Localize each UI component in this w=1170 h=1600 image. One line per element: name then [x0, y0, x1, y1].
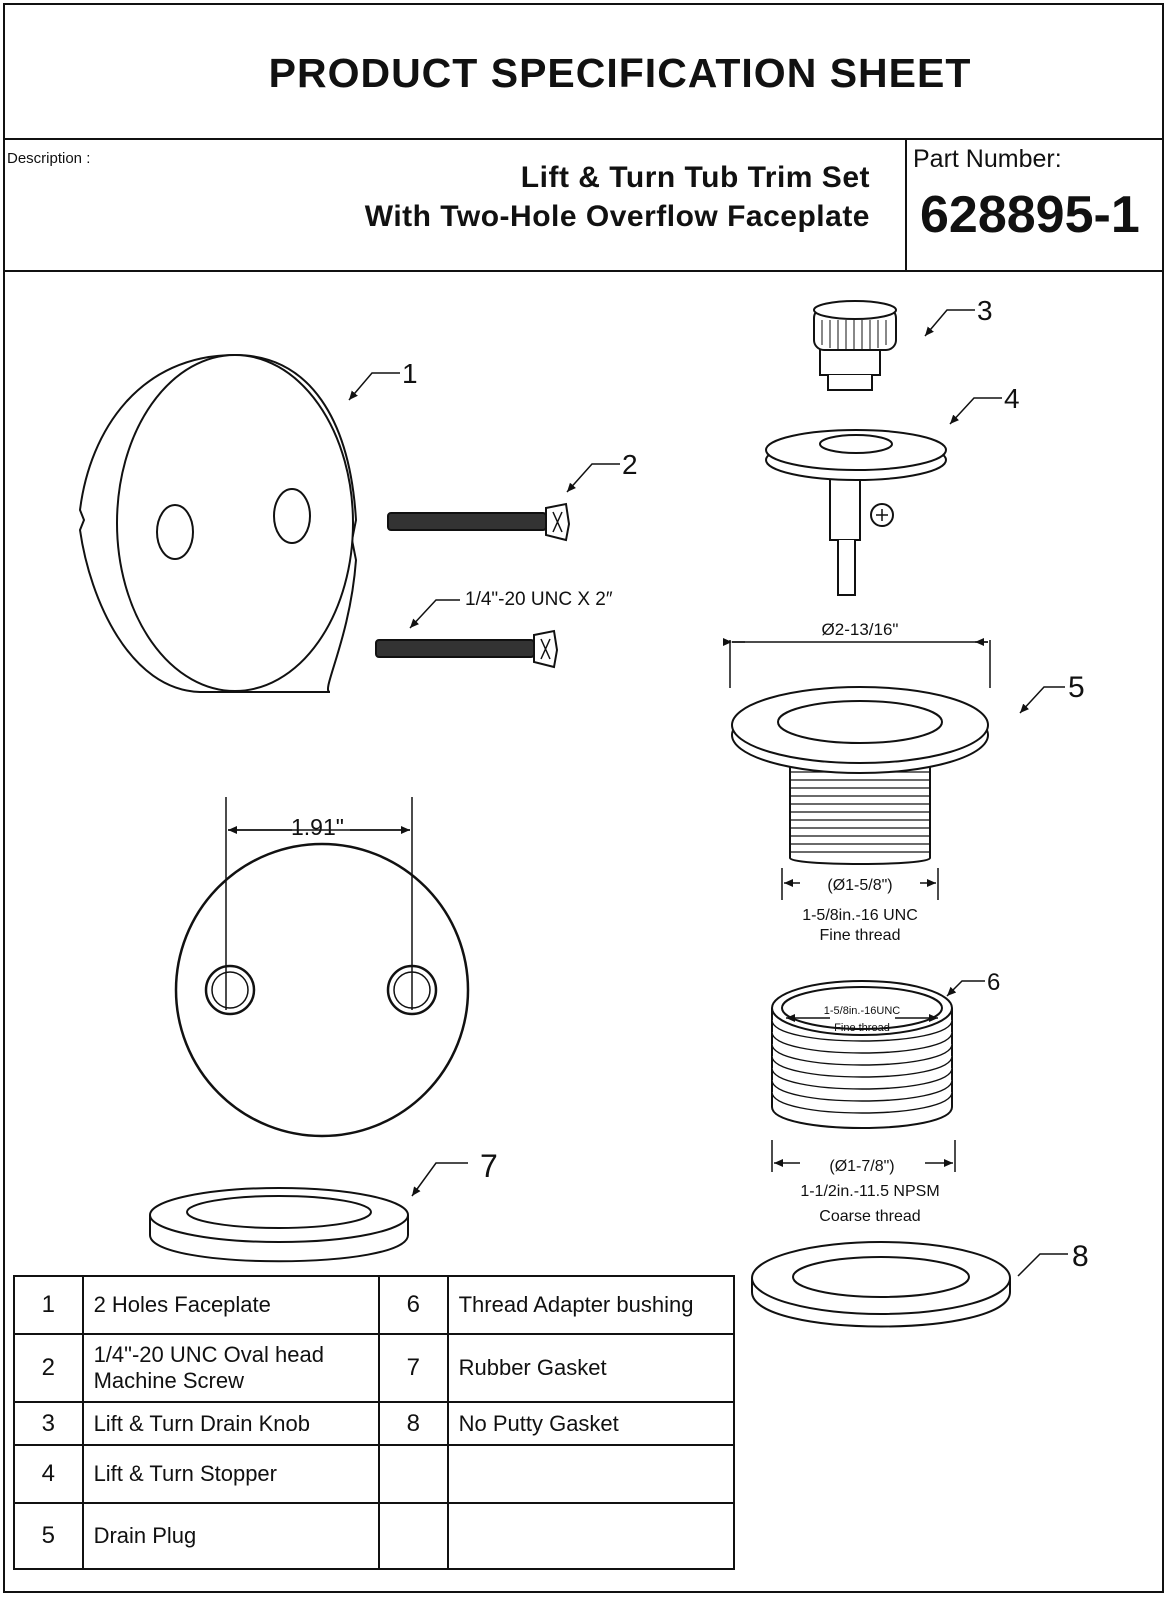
part-name-cell [446, 1502, 736, 1570]
screw-spec-label: 1/4"-20 UNC X 2″ [465, 589, 613, 610]
callout-3: 3 [977, 295, 993, 326]
callout-leaders [348, 309, 1068, 1277]
part-number-cell: 7 [378, 1333, 449, 1403]
hole-spacing-label: 1.91" [291, 814, 344, 840]
part-number-cell: 4 [13, 1444, 84, 1504]
part-number-cell: 8 [378, 1401, 449, 1446]
callout-2: 2 [622, 449, 638, 480]
parts-table: 1 2 Holes Faceplate 6 Thread Adapter bus… [13, 1275, 736, 1570]
callout-5: 5 [1068, 671, 1085, 704]
part-number-cell: 1 [13, 1275, 84, 1335]
description-label: Description : [7, 150, 91, 167]
description-divider [3, 270, 1164, 272]
part-number-divider [905, 138, 907, 272]
bushing-thread-label-2: Coarse thread [819, 1208, 920, 1225]
part-number-label: Part Number: [913, 145, 1062, 173]
body-thread-label-2: Fine thread [820, 927, 901, 944]
table-row: 1 2 Holes Faceplate 6 Thread Adapter bus… [13, 1275, 736, 1335]
table-row: 4 Lift & Turn Stopper [13, 1444, 736, 1504]
callout-7: 7 [480, 1148, 498, 1184]
drain-plug-drawing [731, 686, 989, 865]
part-number-cell [378, 1444, 449, 1504]
part-number-cell: 6 [378, 1275, 449, 1335]
part-number-cell [378, 1502, 449, 1570]
faceplate-front-view [174, 842, 470, 1138]
table-row: 5 Drain Plug [13, 1502, 736, 1570]
product-description: Lift & Turn Tub Trim Set With Two-Hole O… [365, 158, 870, 236]
body-dimension [781, 868, 939, 900]
bushing-thread-label-1: 1-1/2in.-11.5 NPSM [800, 1183, 939, 1200]
part-name-cell: Lift & Turn Stopper [81, 1444, 381, 1504]
description-line-2: With Two-Hole Overflow Faceplate [364, 200, 870, 233]
part-name-cell: 1/4"-20 UNC Oval head Machine Screw [81, 1333, 381, 1403]
stopper-drawing [765, 429, 947, 596]
body-thread-label-1: 1-5/8in.-16 UNC [802, 907, 918, 924]
callout-8: 8 [1072, 1240, 1089, 1273]
part-number-cell: 2 [13, 1333, 84, 1403]
drain-knob-drawing [813, 300, 897, 391]
part-name-cell: Rubber Gasket [446, 1333, 736, 1403]
callout-6: 6 [987, 969, 1000, 996]
callout-1: 1 [402, 358, 418, 389]
part-name-cell: Thread Adapter bushing [446, 1275, 736, 1335]
table-row: 3 Lift & Turn Drain Knob 8 No Putty Gask… [13, 1401, 736, 1446]
part-name-cell: Lift & Turn Drain Knob [81, 1401, 381, 1446]
part-name-cell [446, 1444, 736, 1504]
flange-dimension [729, 640, 991, 688]
bushing-diameter-label: (Ø1-7/8") [829, 1158, 894, 1175]
description-line-1: Lift & Turn Tub Trim Set [520, 161, 870, 194]
rubber-gasket-drawing [149, 1187, 409, 1263]
part-name-cell: No Putty Gasket [446, 1401, 736, 1446]
faceplate-drawing [78, 353, 358, 693]
sheet-title: PRODUCT SPECIFICATION SHEET [268, 50, 972, 96]
part-number-value: 628895-1 [920, 186, 1140, 244]
part-name-cell: Drain Plug [81, 1502, 381, 1570]
no-putty-gasket-drawing [751, 1241, 1011, 1328]
dimension-arrows [228, 638, 988, 1167]
body-diameter-label: (Ø1-5/8") [827, 877, 892, 894]
bushing-inner-label-1: 1-5/8in.-16UNC [824, 1005, 900, 1017]
part-number-cell: 5 [13, 1502, 84, 1570]
sheet-frame [3, 3, 1164, 1593]
callout-4: 4 [1004, 383, 1020, 414]
part-number-cell: 3 [13, 1401, 84, 1446]
screw-drawing-top [387, 502, 571, 542]
bushing-drawing [771, 980, 953, 1129]
bushing-dimension [771, 1140, 956, 1172]
bushing-inner-label-2: Fine thread [834, 1022, 890, 1034]
screw-drawing-bottom [375, 629, 559, 669]
flange-diameter-label: Ø2-13/16" [822, 620, 899, 639]
header-divider [3, 138, 1164, 140]
table-row: 2 1/4"-20 UNC Oval head Machine Screw 7 … [13, 1333, 736, 1403]
part-name-cell: 2 Holes Faceplate [81, 1275, 381, 1335]
